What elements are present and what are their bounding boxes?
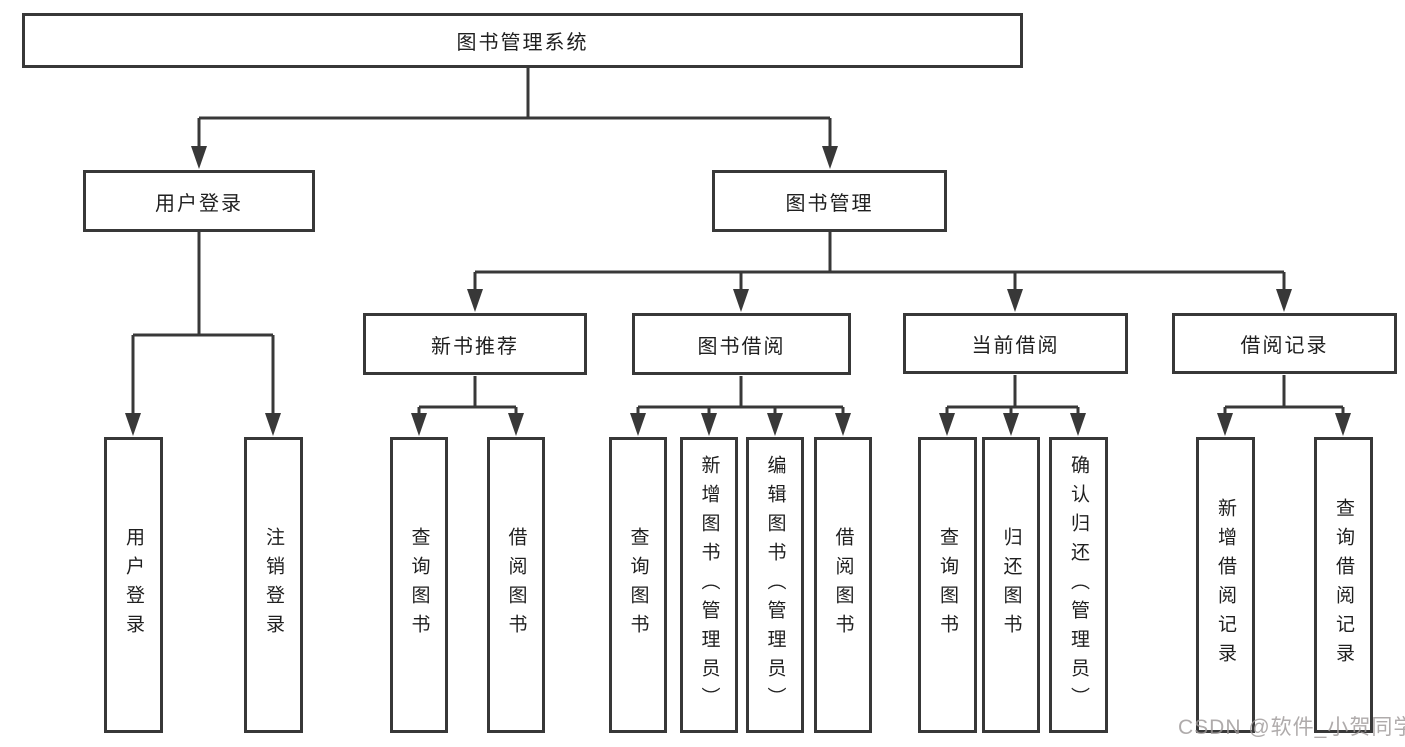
node-label: 新增借阅记录: [1215, 498, 1236, 672]
node-label: 借阅图书: [832, 527, 854, 643]
leaf-edit-books-admin: 编辑图书（管理员）: [746, 437, 804, 733]
node-label: 查询图书: [408, 527, 430, 643]
node-label: 借阅记录: [1240, 335, 1329, 357]
leaf-query-books-current: 查询图书: [918, 437, 977, 733]
node-label: 用户登录: [123, 527, 144, 643]
leaf-query-books-borrowing: 查询图书: [609, 437, 667, 733]
node-label: 图书管理: [785, 192, 874, 215]
node-label: 当前借阅: [971, 335, 1060, 357]
leaf-query-books-recommend: 查询图书: [390, 437, 448, 733]
node-current-borrowing: 当前借阅: [903, 313, 1128, 374]
node-label: 借阅图书: [505, 527, 527, 643]
leaf-borrow-books-recommend: 借阅图书: [487, 437, 545, 733]
node-book-borrowing: 图书借阅: [632, 313, 851, 375]
node-user-login: 用户登录: [83, 170, 315, 232]
node-label: 确认归还（管理员）: [1068, 454, 1089, 716]
node-book-management: 图书管理: [712, 170, 947, 232]
node-borrow-records: 借阅记录: [1172, 313, 1397, 374]
node-label: 新增图书（管理员）: [698, 454, 720, 716]
leaf-return-books: 归还图书: [982, 437, 1040, 733]
leaf-add-borrow-record: 新增借阅记录: [1196, 437, 1255, 733]
leaf-borrow-books: 借阅图书: [814, 437, 872, 733]
arrowhead-icons: [125, 146, 1351, 436]
node-label: 查询图书: [937, 527, 958, 643]
node-label: 注销登录: [263, 527, 284, 643]
leaf-user-login: 用户登录: [104, 437, 163, 733]
node-label: 图书管理系统: [456, 32, 589, 54]
leaf-query-borrow-record: 查询借阅记录: [1314, 437, 1373, 733]
node-label: 图书借阅: [697, 335, 786, 358]
node-new-book-recommend: 新书推荐: [363, 313, 587, 375]
node-root-library-system: 图书管理系统: [22, 13, 1023, 68]
node-label: 查询图书: [627, 527, 649, 643]
node-label: 新书推荐: [431, 335, 519, 358]
node-label: 查询借阅记录: [1333, 498, 1354, 672]
csdn-watermark: CSDN @软件_小贺同学: [1178, 716, 1405, 739]
leaf-add-books-admin: 新增图书（管理员）: [680, 437, 738, 733]
node-label: 归还图书: [1000, 527, 1022, 643]
node-label: 用户登录: [155, 192, 243, 215]
leaf-confirm-return-admin: 确认归还（管理员）: [1049, 437, 1108, 733]
leaf-logout: 注销登录: [244, 437, 303, 733]
node-label: 编辑图书（管理员）: [764, 454, 786, 716]
